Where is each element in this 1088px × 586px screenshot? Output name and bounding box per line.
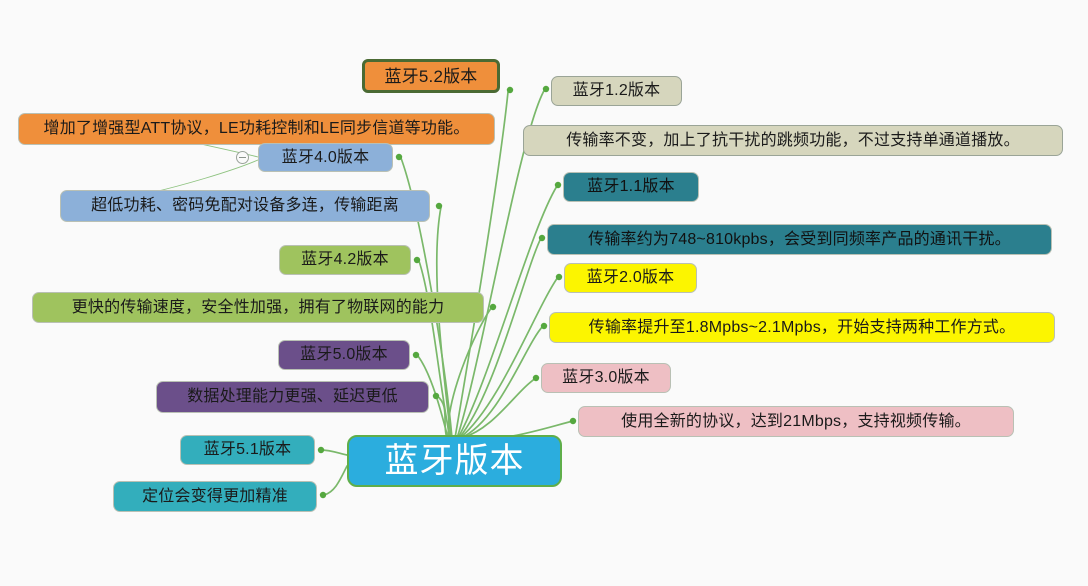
edge-endpoint-dot <box>569 417 577 425</box>
node-v52-desc[interactable]: 增加了增强型ATT协议，LE功耗控制和LE同步信道等功能。 <box>18 113 495 145</box>
node-v52[interactable]: 蓝牙5.2版本 <box>362 59 500 93</box>
edge-root-left-to-v51d <box>323 465 348 496</box>
node-v11-desc[interactable]: 传输率约为748~810kpbs，会受到同频率产品的通讯干扰。 <box>547 224 1052 255</box>
node-v40[interactable]: 蓝牙4.0版本 <box>258 143 393 172</box>
node-v11[interactable]: 蓝牙1.1版本 <box>563 172 699 202</box>
edge-endpoint-dot <box>435 202 443 210</box>
edge-root-top-to-v11d <box>458 237 542 439</box>
edge-endpoint-dot <box>319 491 327 499</box>
node-v42[interactable]: 蓝牙4.2版本 <box>279 245 411 275</box>
node-v50-desc[interactable]: 数据处理能力更强、延迟更低 <box>156 381 429 413</box>
node-v40-desc[interactable]: 超低功耗、密码免配对设备多连，传输距离 <box>60 190 430 222</box>
node-v42-desc[interactable]: 更快的传输速度，安全性加强，拥有了物联网的能力 <box>32 292 484 323</box>
edge-endpoint-dot <box>540 322 548 330</box>
edge-endpoint-dot <box>395 153 403 161</box>
node-v12[interactable]: 蓝牙1.2版本 <box>551 76 682 106</box>
node-v51[interactable]: 蓝牙5.1版本 <box>180 435 315 465</box>
edge-endpoint-dot <box>413 256 421 264</box>
node-v30-desc[interactable]: 使用全新的协议，达到21Mbps，支持视频传输。 <box>578 406 1014 437</box>
node-v20[interactable]: 蓝牙2.0版本 <box>564 263 697 293</box>
collapse-minus-icon[interactable] <box>236 151 249 164</box>
node-v12-desc[interactable]: 传输率不变，加上了抗干扰的跳频功能，不过支持单通道播放。 <box>523 125 1063 156</box>
edge-endpoint-dot <box>412 351 420 359</box>
edge-root-top-to-v42d <box>447 306 493 439</box>
edge-endpoint-dot <box>555 273 563 281</box>
edge-endpoint-dot <box>489 303 497 311</box>
edge-endpoint-dot <box>538 234 546 242</box>
root-node-bluetooth-version[interactable]: 蓝牙版本 <box>347 435 562 487</box>
node-v20-desc[interactable]: 传输率提升至1.8Mpbs~2.1Mpbs，开始支持两种工作方式。 <box>549 312 1055 343</box>
edge-endpoint-dot <box>317 446 325 454</box>
edge-root-top-to-v20d <box>460 325 544 439</box>
edge-endpoint-dot <box>506 86 514 94</box>
edge-endpoint-dot <box>532 374 540 382</box>
edge-v40-to-v40d <box>149 159 259 194</box>
node-v50[interactable]: 蓝牙5.0版本 <box>278 340 410 370</box>
edge-root-top-to-v50d <box>436 395 448 439</box>
edge-root-left-to-v51 <box>320 449 348 456</box>
node-v30[interactable]: 蓝牙3.0版本 <box>541 363 671 393</box>
edge-endpoint-dot <box>432 392 440 400</box>
node-v51-desc[interactable]: 定位会变得更加精准 <box>113 481 317 512</box>
edge-endpoint-dot <box>542 85 550 93</box>
edge-root-top-to-v30 <box>461 377 537 439</box>
edge-endpoint-dot <box>554 181 562 189</box>
